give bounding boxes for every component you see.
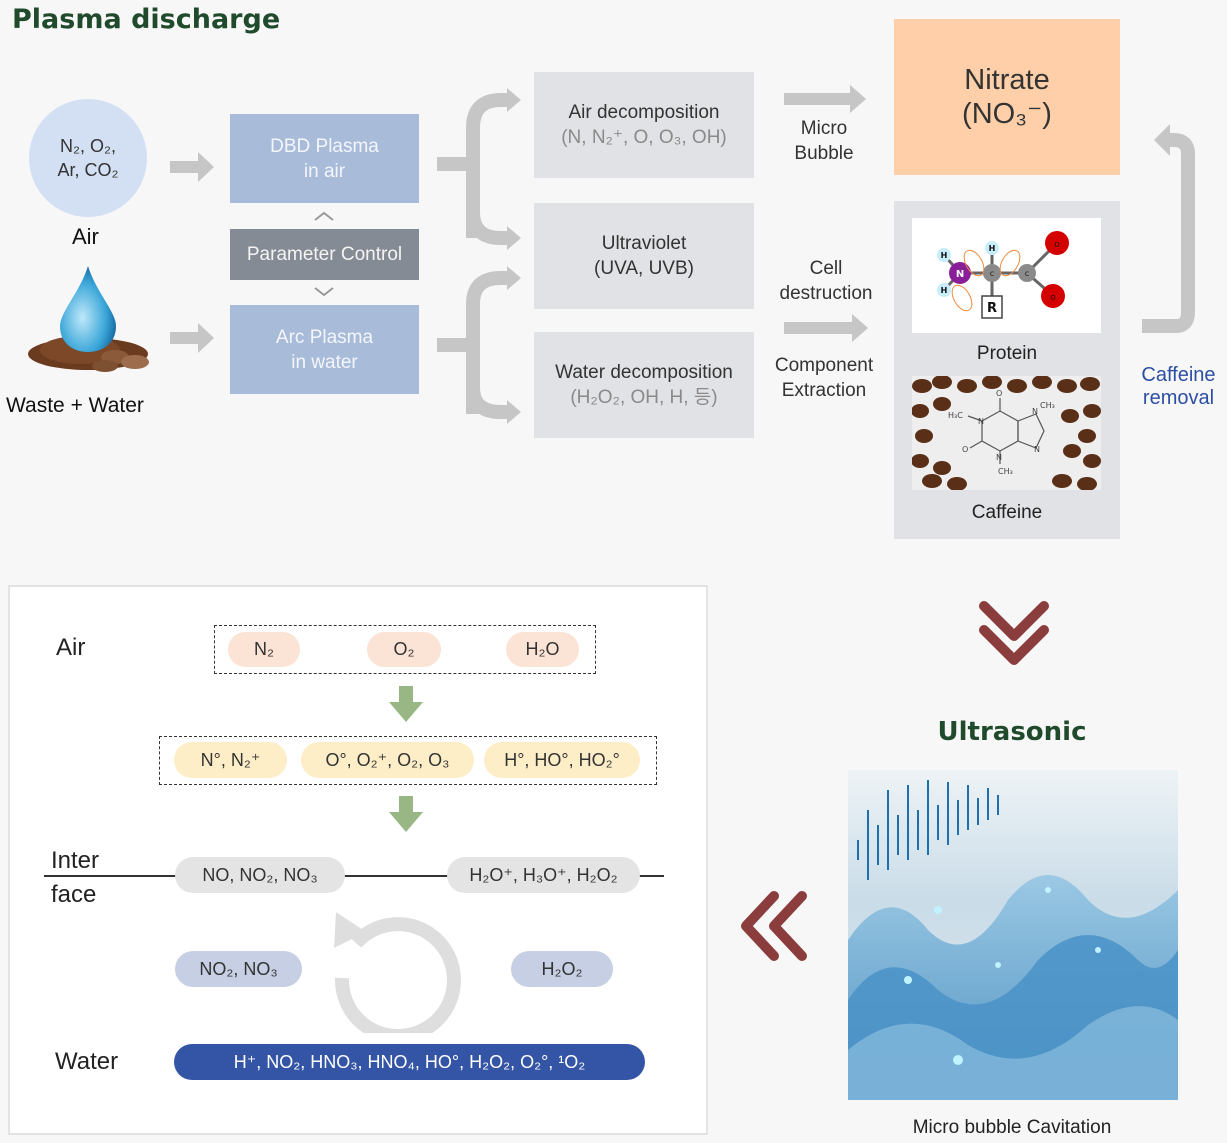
interface-line2: face: [51, 881, 97, 908]
interface-label: Inter face: [51, 844, 99, 912]
arrow-right-icon: [784, 314, 868, 342]
parameter-control-label: Parameter Control: [246, 243, 403, 265]
protein-molecule-icon: N c c o o H H H R: [912, 218, 1101, 333]
species-pill: O°, O₂⁺, O₂, O₃: [301, 742, 474, 778]
species-pill: H₂O₂: [511, 951, 613, 987]
species-pill: H₂O: [506, 632, 579, 667]
reaction-water-label: Water: [55, 1048, 119, 1075]
micro-bubble-line2: Bubble: [794, 143, 854, 164]
arc-plasma-line2: in water: [291, 351, 358, 373]
species-pill: NO₂, NO₃: [175, 951, 302, 987]
caffeine-removal-line1: Caffeine: [1141, 364, 1216, 386]
caffeine-label: Caffeine: [971, 502, 1043, 523]
double-chevron-down-icon: [979, 601, 1049, 665]
arrow-down-icon: [389, 686, 423, 722]
arrow-right-icon: [784, 85, 866, 113]
svg-text:N: N: [996, 453, 1002, 462]
air-label: Air: [72, 224, 99, 249]
cycle-arrow-icon: [334, 912, 461, 1033]
svg-text:N: N: [1032, 407, 1038, 416]
component-extraction-line2: Extraction: [781, 380, 867, 401]
svg-text:H: H: [941, 251, 948, 260]
interface-line1: Inter: [51, 847, 100, 874]
arrow-down-icon: [389, 796, 423, 832]
svg-text:CH₃: CH₃: [1040, 401, 1055, 410]
interface-line: [44, 875, 664, 877]
species-pill: NO, NO₂, NO₃: [175, 857, 345, 893]
species-pill: H°, HO°, HO₂°: [484, 742, 640, 778]
caffeine-molecule-icon: O O N N N N H₃C CH₃ CH₃: [912, 376, 1101, 490]
caffeine-removal-line2: removal: [1142, 387, 1215, 409]
nitrate-line1: Nitrate: [964, 64, 1050, 96]
radical-species-group: [159, 736, 657, 785]
nitrate-box: Nitrate (NO₃⁻): [894, 19, 1120, 175]
protein-label: Protein: [976, 343, 1038, 364]
branch-arrow-icon: [437, 266, 521, 424]
svg-text:N: N: [956, 269, 964, 280]
svg-text:c: c: [1025, 269, 1029, 278]
reaction-air-label: Air: [56, 634, 86, 661]
svg-text:R: R: [987, 301, 997, 316]
cavitation-wave-image: [848, 770, 1178, 1100]
page-title: Plasma discharge: [12, 4, 281, 35]
component-extraction-line1: Component: [774, 355, 874, 376]
arc-plasma-line1: Arc Plasma: [275, 326, 374, 348]
micro-bubble-label: Micro Bubble: [774, 116, 874, 166]
svg-text:H: H: [941, 286, 948, 295]
micro-bubble-line1: Micro: [800, 118, 848, 139]
air-composition-line2: Ar, CO₂: [57, 160, 119, 180]
air-decomposition-box: Air decomposition (N, N₂⁺, O, O₃, OH): [534, 72, 754, 178]
species-pill: O₂: [367, 632, 441, 667]
species-pill: H₂O⁺, H₃O⁺, H₂O₂: [447, 857, 640, 893]
chevron-down-icon: [314, 287, 334, 297]
cell-destruction-line1: Cell: [809, 258, 843, 279]
return-arrow-icon: [1142, 124, 1195, 333]
arrow-right-icon: [170, 152, 214, 182]
branch-arrow-icon: [437, 88, 521, 250]
air-composition-circle: N₂, O₂, Ar, CO₂: [29, 99, 147, 217]
svg-text:o: o: [1050, 293, 1056, 303]
parameter-control-box: Parameter Control: [230, 229, 419, 280]
chevron-up-icon: [314, 211, 334, 221]
species-pill: N°, N₂⁺: [174, 742, 287, 778]
water-species-pill: H⁺, NO₂, HNO₃, HNO₄, HO°, H₂O₂, O₂°, ¹O₂: [174, 1044, 645, 1080]
species-pill: N₂: [228, 632, 300, 667]
ultraviolet-title: Ultraviolet: [601, 233, 687, 254]
svg-text:O: O: [996, 389, 1002, 398]
water-decomposition-box: Water decomposition (H₂O₂, OH, H, 등): [534, 332, 754, 438]
svg-text:o: o: [1054, 240, 1060, 250]
svg-text:c: c: [990, 269, 994, 278]
caffeine-removal-label: Caffeine removal: [1130, 364, 1227, 410]
arc-plasma-box: Arc Plasma in water: [230, 305, 419, 394]
air-decomposition-species: (N, N₂⁺, O, O₃, OH): [561, 127, 727, 148]
dbd-plasma-box: DBD Plasma in air: [230, 114, 419, 203]
air-decomposition-title: Air decomposition: [568, 102, 720, 123]
svg-text:H: H: [989, 244, 996, 253]
cell-destruction-line2: destruction: [779, 283, 873, 304]
cavitation-caption: Micro bubble Cavitation: [912, 1117, 1112, 1138]
arrow-right-icon: [170, 323, 214, 353]
svg-text:CH₃: CH₃: [998, 467, 1013, 476]
dbd-plasma-line1: DBD Plasma: [270, 135, 379, 157]
water-decomposition-species: (H₂O₂, OH, H, 등): [570, 387, 718, 408]
ultraviolet-species: (UVA, UVB): [594, 258, 694, 279]
air-composition-line1: N₂, O₂,: [60, 136, 116, 156]
water-decomposition-title: Water decomposition: [555, 362, 733, 383]
ultrasonic-title: Ultrasonic: [937, 717, 1087, 747]
svg-text:N: N: [1034, 445, 1040, 454]
component-extraction-label: Component Extraction: [764, 353, 884, 403]
cell-destruction-label: Cell destruction: [766, 256, 886, 306]
water-drop-coffee-icon: [28, 266, 149, 372]
nitrate-line2: (NO₃⁻): [962, 98, 1052, 130]
svg-text:O: O: [962, 445, 968, 454]
air-species-group: [214, 625, 596, 674]
ultraviolet-box: Ultraviolet (UVA, UVB): [534, 203, 754, 309]
double-chevron-left-icon: [741, 891, 807, 961]
dbd-plasma-line2: in air: [303, 160, 346, 182]
svg-text:N: N: [978, 417, 984, 426]
waste-water-label: Waste + Water: [6, 394, 144, 417]
svg-text:H₃C: H₃C: [948, 411, 963, 420]
